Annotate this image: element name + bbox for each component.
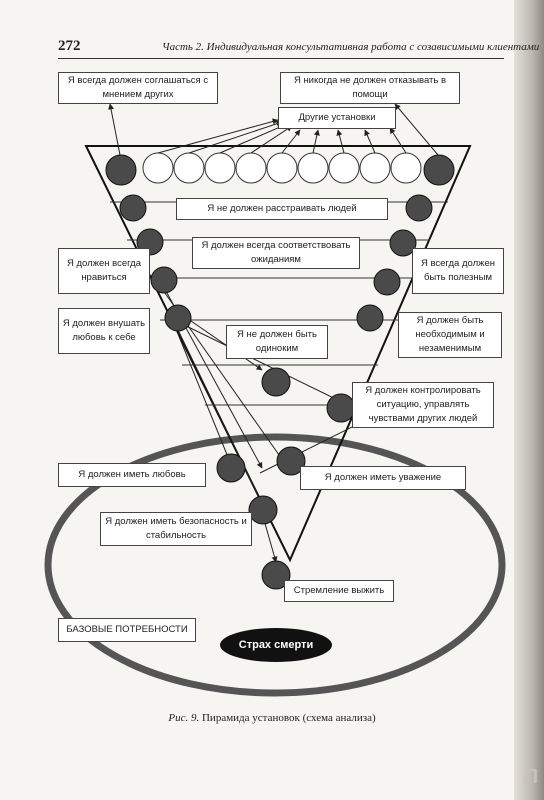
book-spine-shadow (514, 0, 544, 800)
box-never-refuse: Я никогда не должен отказывать в помощи (280, 72, 460, 104)
box-not-upset: Я не должен расстраивать людей (176, 198, 388, 220)
running-head: Часть 2. Индивидуальная консультативная … (162, 41, 540, 53)
watermark-logo: Л (523, 766, 538, 788)
inverted-pyramid (84, 145, 472, 563)
belief-nodes (105, 154, 455, 590)
node-expect (373, 268, 401, 296)
node-not-alone (261, 367, 291, 397)
node-have-love (216, 453, 246, 483)
box-expectations: Я должен всегда соответствовать ожидания… (192, 237, 360, 269)
node-never-refuse (423, 154, 455, 186)
other-beliefs-circles (142, 152, 422, 184)
box-please: Я должен всегда нравиться (58, 248, 150, 294)
core-fear-of-death: Страх смерти (220, 628, 332, 662)
box-safety: Я должен иметь безопасность и стабильнос… (100, 512, 252, 546)
box-control: Я должен контролировать ситуацию, управл… (352, 382, 494, 428)
box-have-love: Я должен иметь любовь (58, 463, 206, 487)
box-respect: Я должен иметь уважение (300, 466, 466, 490)
box-love-self: Я должен внушать любовь к себе (58, 308, 150, 354)
box-agree: Я всегда должен соглашаться с мнением др… (58, 72, 218, 104)
caption-label: Рис. 9. (168, 712, 200, 724)
base-ellipse (44, 433, 506, 697)
box-useful: Я всегда должен быть полезным (412, 248, 504, 294)
box-not-alone: Я не должен быть одиноким (226, 325, 328, 359)
box-basic-needs: БАЗОВЫЕ ПОТРЕБНОСТИ (58, 618, 196, 642)
node-respect (276, 446, 306, 476)
node-inner-right (356, 304, 384, 332)
page-number: 272 (58, 38, 81, 54)
node-safety (248, 495, 278, 525)
caption-text: Пирамида установок (схема анализа) (201, 712, 376, 724)
node-control (326, 393, 356, 423)
node-needed (389, 229, 417, 257)
node-love-self (150, 266, 178, 294)
box-needed: Я должен быть необходимым и незаменимым (398, 312, 502, 358)
box-other: Другие установки (278, 107, 396, 129)
node-not-upset (119, 194, 147, 222)
page-header: 272 Часть 2. Индивидуальная консультатив… (58, 38, 539, 59)
box-survive: Стремление выжить (284, 580, 394, 602)
node-inner-left (164, 304, 192, 332)
node-agree (105, 154, 137, 186)
figure-caption: Рис. 9. Пирамида установок (схема анализ… (0, 712, 544, 724)
node-useful (405, 194, 433, 222)
node-survive (261, 560, 291, 590)
